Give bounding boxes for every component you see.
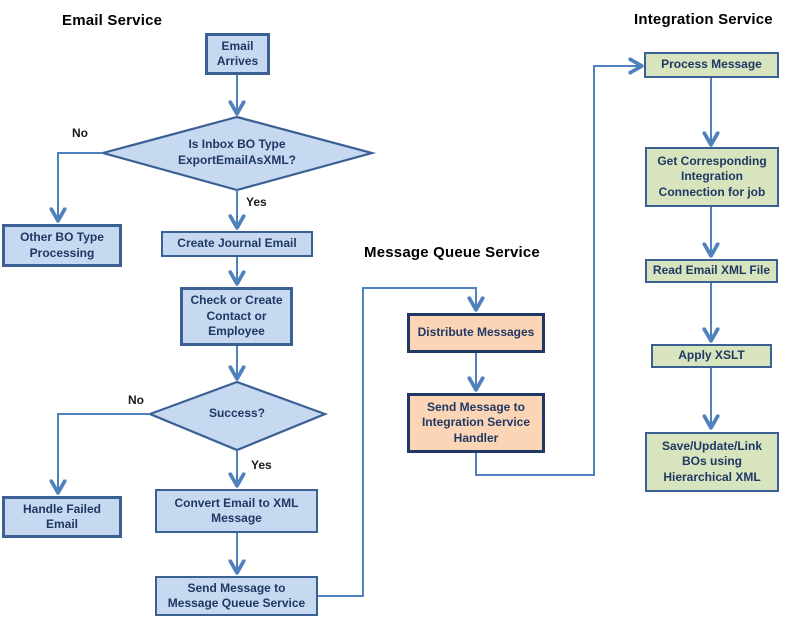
edge-success-no-to-handle-failed xyxy=(58,413,150,492)
edge-label-no-2: No xyxy=(128,393,144,407)
node-apply-xslt: Apply XSLT xyxy=(651,344,772,368)
node-email-arrives: Email Arrives xyxy=(205,33,270,75)
node-create-journal-email: Create Journal Email xyxy=(161,231,313,257)
node-other-bo-type-processing: Other BO Type Processing xyxy=(2,224,122,267)
edge-send-handler-to-process-message xyxy=(475,66,641,476)
node-send-message-to-handler: Send Message to Integration Service Hand… xyxy=(407,393,545,453)
edge-label-no-1: No xyxy=(72,126,88,140)
section-title-integration-service: Integration Service xyxy=(634,11,773,28)
node-save-update-link-bos: Save/Update/Link BOs using Hierarchical … xyxy=(645,432,779,492)
node-process-message: Process Message xyxy=(644,52,779,78)
node-distribute-messages: Distribute Messages xyxy=(407,313,545,353)
node-send-message-to-queue: Send Message to Message Queue Service xyxy=(155,576,318,616)
node-check-or-create-contact: Check or Create Contact or Employee xyxy=(180,287,293,346)
decision-inbox-bo-type-label: Is Inbox BO Type ExportEmailAsXML? xyxy=(177,137,297,167)
edge-send-mq-to-distribute xyxy=(318,287,476,597)
node-convert-email-to-xml: Convert Email to XML Message xyxy=(155,489,318,533)
node-get-integration-connection: Get Corresponding Integration Connection… xyxy=(645,147,779,207)
edge-decision-no-to-other-bo xyxy=(58,152,103,220)
node-read-email-xml-file: Read Email XML File xyxy=(645,259,778,283)
decision-success-label: Success? xyxy=(208,406,266,421)
section-title-email-service: Email Service xyxy=(62,12,163,29)
edge-label-yes-2: Yes xyxy=(251,458,272,472)
node-handle-failed-email: Handle Failed Email xyxy=(2,496,122,538)
edge-label-yes-1: Yes xyxy=(246,195,267,209)
section-title-message-queue-service: Message Queue Service xyxy=(364,244,540,261)
